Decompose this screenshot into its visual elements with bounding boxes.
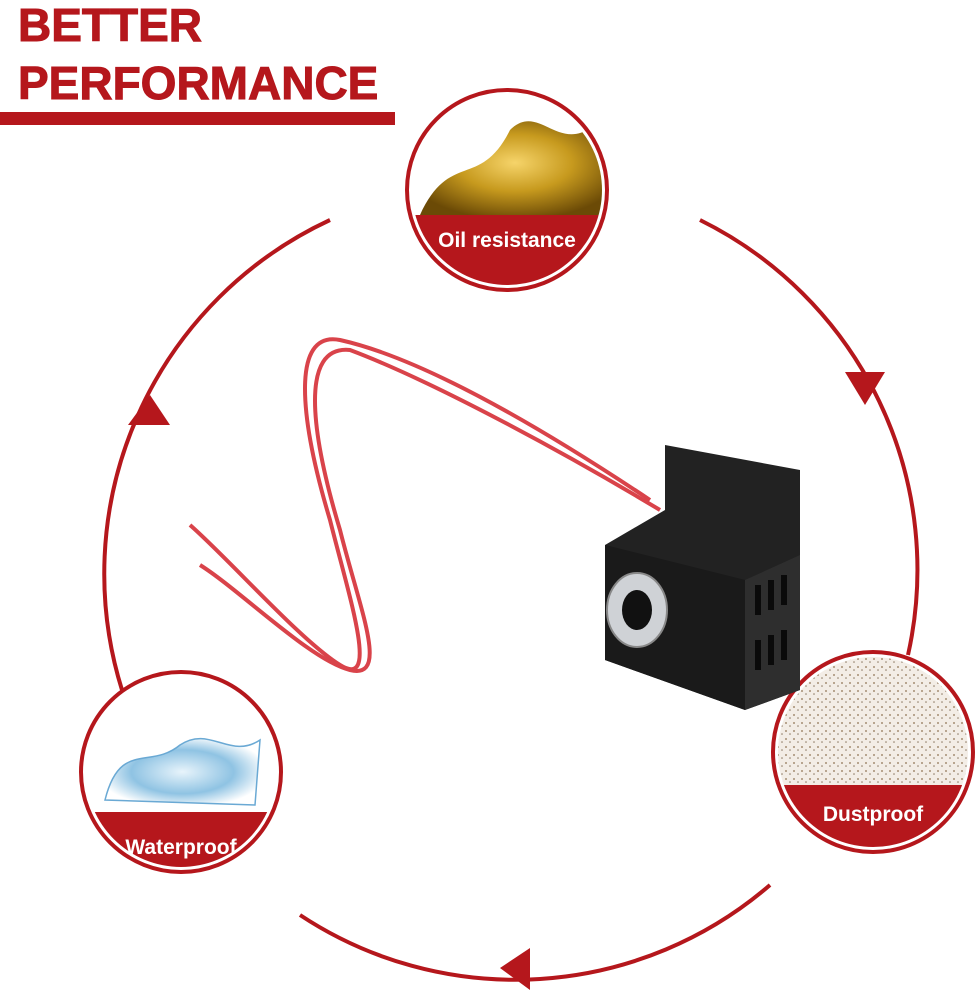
arc-left — [102, 218, 331, 691]
arc-right — [699, 218, 920, 656]
waterproof-label: Waterproof — [125, 836, 237, 859]
dust-texture-icon — [778, 657, 968, 790]
water-splash-icon — [104, 737, 261, 806]
dustproof-label: Dustproof — [822, 803, 924, 826]
arc-bottom — [298, 883, 772, 982]
oil-resistance-label: Oil resistance — [438, 229, 576, 252]
headline-underline — [0, 112, 395, 125]
arrow-up-icon — [128, 395, 170, 425]
oil-splash-icon — [420, 120, 602, 215]
solenoid-coil-product — [188, 337, 800, 710]
lead-wires — [188, 337, 662, 673]
headline-line-1: BETTER — [18, 0, 203, 51]
arrow-left-icon — [500, 948, 530, 990]
headline-line-2: PERFORMANCE — [17, 57, 379, 109]
waterproof-badge — [79, 670, 283, 874]
arrow-down-icon — [845, 372, 885, 405]
dustproof-badge — [771, 650, 975, 854]
oil-resistance-badge — [405, 88, 609, 292]
